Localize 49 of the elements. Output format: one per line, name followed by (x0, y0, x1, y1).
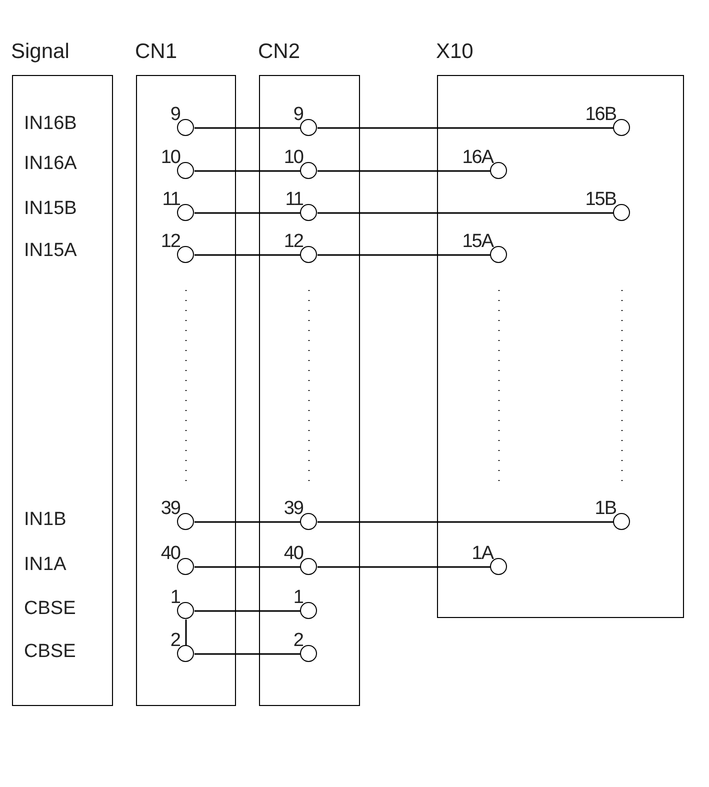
pin-number: 15B (585, 189, 616, 211)
signal-name: IN1B (24, 509, 66, 531)
pin-number: 11 (285, 189, 303, 211)
wire (194, 653, 300, 655)
pin-number: 10 (160, 147, 180, 169)
signal-name: CBSE (24, 641, 76, 663)
signal-name: IN15A (24, 240, 77, 262)
wire (318, 127, 614, 129)
pin-number: 11 (162, 189, 180, 211)
pin-number: 1A (472, 543, 493, 565)
pin-number: 12 (284, 231, 303, 253)
pin-number: 40 (160, 543, 180, 565)
pin-number: 9 (293, 104, 303, 126)
wire (194, 566, 300, 568)
signal-name: IN16A (24, 153, 77, 175)
pin-number: 1B (594, 498, 616, 520)
pin-number: 1 (293, 587, 303, 609)
wire (194, 610, 300, 612)
wire (194, 254, 300, 256)
wire (318, 566, 490, 568)
wire (318, 212, 614, 214)
pin-number: 10 (284, 147, 303, 169)
pin-number: 16B (585, 104, 616, 126)
pin-number: 1 (170, 587, 180, 609)
wire (194, 127, 300, 129)
wire (318, 521, 614, 523)
pin-number: 2 (170, 630, 180, 652)
pin-number: 39 (284, 498, 303, 520)
wire (194, 170, 300, 172)
signal-name: IN15B (24, 198, 77, 220)
block-title: CN2 (258, 40, 300, 64)
pin-number: 2 (293, 630, 303, 652)
block-title: Signal (11, 40, 70, 64)
wire (185, 620, 187, 646)
wire (194, 521, 300, 523)
pin-number: 39 (160, 498, 180, 520)
wire (318, 254, 490, 256)
wire (194, 212, 300, 214)
block-title: CN1 (135, 40, 178, 64)
pin-number: 9 (170, 104, 180, 126)
signal-name: IN1A (24, 554, 66, 576)
pin-number: 15A (462, 231, 493, 253)
pin-number: 16A (462, 147, 493, 169)
pin-number: 40 (284, 543, 303, 565)
block-title: X10 (436, 40, 474, 64)
wire (318, 170, 490, 172)
signal-name: CBSE (24, 598, 76, 620)
pin-number: 12 (160, 231, 180, 253)
signal-name: IN16B (24, 113, 77, 135)
